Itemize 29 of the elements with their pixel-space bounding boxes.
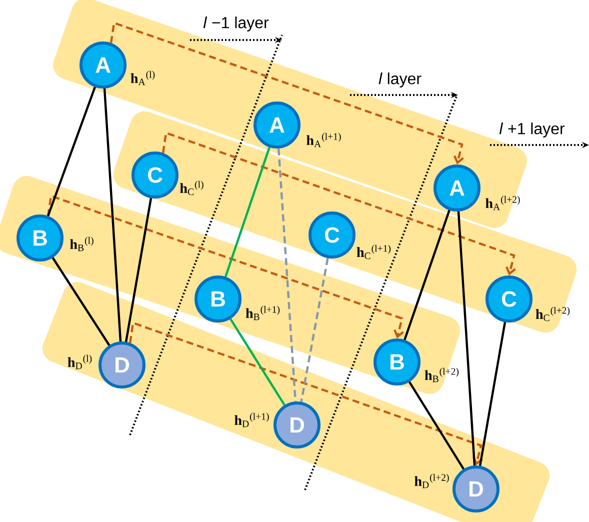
connector [457,211,476,466]
layer-label: l −1 layer [203,16,269,32]
hidden-state-label: h$_{B}$(l+2) [424,368,459,382]
connector [478,322,506,466]
layer-label: l +1 layer [499,122,565,138]
connector [224,146,270,278]
hidden-state-label: h$_{B}$(l+1) [246,306,280,320]
hidden-state-label: h$_{C}$(l+1) [356,244,391,260]
layer-label: l layer [378,72,422,88]
hidden-state-label: h$_{D}$(l+2) [414,474,449,488]
connector [277,148,297,402]
connector [162,131,516,276]
connector [46,194,404,338]
hidden-state-label: h$_{D}$(l) [68,354,92,370]
hidden-state-label: h$_{C}$(l+2) [536,306,570,322]
connector [52,257,110,346]
hidden-state-label: h$_{D}$(l+1) [234,412,269,428]
connector [230,318,286,406]
connector [404,210,450,340]
hidden-state-label: h$_{B}$(l) [70,236,94,252]
connector [408,381,465,470]
connector [47,86,96,216]
hidden-state-label: h$_{C}$(l) [180,180,204,196]
connector [103,88,122,342]
hidden-state-label: h$_{A}$(l+1) [306,132,341,148]
hidden-state-label: h$_{A}$(l) [130,70,155,86]
connector [110,21,464,164]
hidden-state-label: h$_{A}$(l+2) [486,196,520,210]
connector [128,321,483,466]
